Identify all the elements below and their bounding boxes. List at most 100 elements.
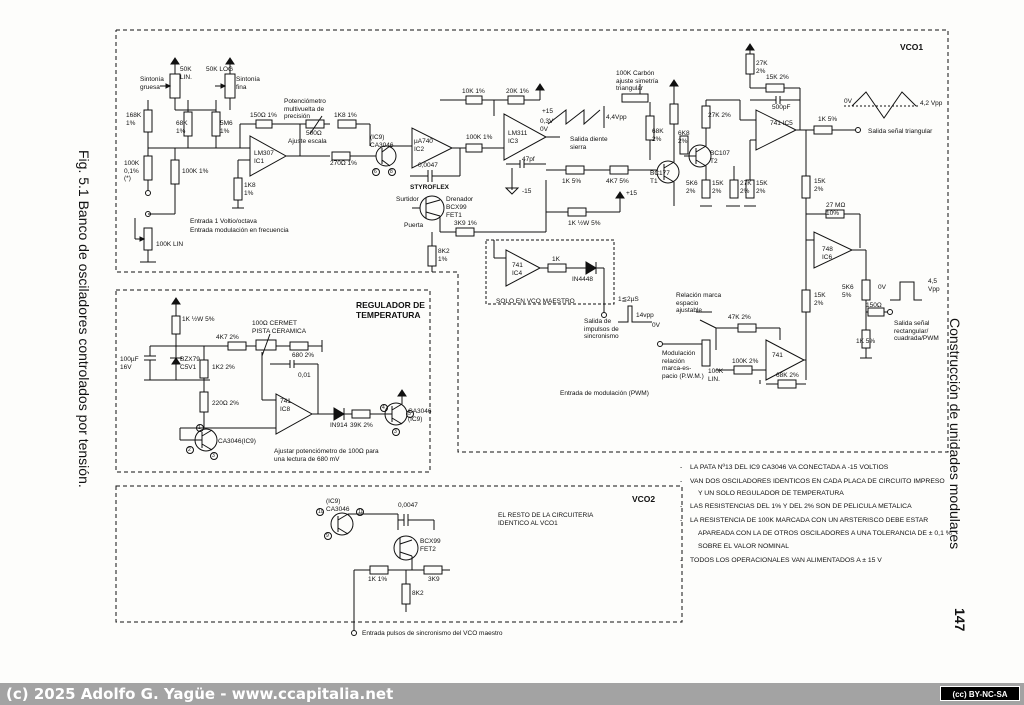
label-sq-45: 4,5 Vpp bbox=[928, 278, 940, 293]
label-r-27k-c: 27K 2% bbox=[756, 60, 768, 75]
ic9-transistor-vco1 bbox=[372, 145, 412, 176]
label-pulse-14: 14vpp bbox=[636, 312, 654, 319]
note-bullet: - bbox=[680, 464, 683, 471]
label-tri-0v: 0V bbox=[844, 98, 852, 105]
label-r-100k-matched: 100K 0,1% (*) bbox=[124, 160, 140, 182]
label-r-5k6-b: 5K6 5% bbox=[842, 284, 854, 299]
label-reg-d-in914: IN914 bbox=[330, 422, 348, 429]
page-number: 147 bbox=[952, 608, 968, 632]
regulator-border bbox=[115, 289, 431, 473]
label-pin8: 8 bbox=[390, 169, 393, 175]
label-r-5m6: 5M6 1% bbox=[220, 120, 233, 135]
label-salida-rect: Salida señal rectangular/ cuadrada/PWM bbox=[894, 320, 939, 342]
note-item: APAREADA CON LA DE OTROS OSCILADORES A U… bbox=[698, 530, 952, 537]
label-pin6: 6 bbox=[374, 169, 377, 175]
label-pot-50k-lin: 50K LIN. bbox=[180, 66, 192, 81]
label-plus15-a: +15 bbox=[542, 108, 554, 115]
label-r-15k-d: 15K 2% bbox=[814, 178, 826, 193]
label-r-100k-2: 100K 2% bbox=[732, 358, 759, 365]
label-ic2: µA740 IC2 bbox=[414, 138, 433, 153]
label-v-0v: 0V bbox=[540, 126, 548, 133]
label-salida-triangular: Salida señal triangular bbox=[868, 128, 933, 135]
label-drenador: Drenador bbox=[446, 196, 474, 203]
label-reg-pin2: 2 bbox=[188, 447, 191, 453]
label-pot-100k-lin: 100K LIN bbox=[156, 241, 184, 248]
label-r-68k-3: 68K 2% bbox=[776, 372, 799, 379]
footer-copyright: (c) 2025 Adolfo G. Yagüe - www.ccapitali… bbox=[6, 685, 394, 703]
label-vco2-pin9: 9 bbox=[326, 533, 329, 539]
note-item: SOBRE EL VALOR NOMINAL bbox=[698, 543, 790, 550]
label-plus15-b: +15 bbox=[626, 190, 638, 197]
label-reg-ajustar: Ajustar potenciómetro de 100Ω para una l… bbox=[274, 448, 379, 463]
label-t1: BC177 T1 bbox=[650, 170, 670, 185]
label-reg-r-1k2: 1K2 2% bbox=[212, 364, 235, 371]
label-ajuste-triangular: 100K Carbón ajuste simetría triangular bbox=[616, 70, 659, 92]
label-surtidor: Surtidor bbox=[396, 196, 419, 203]
schematic-drawing bbox=[115, 29, 949, 636]
vco2-border bbox=[115, 485, 683, 623]
label-vco2-r-1k: 1K 1% bbox=[368, 576, 388, 583]
label-r-168k: 168K 1% bbox=[126, 112, 142, 127]
label-salida-diente: Salida diente sierra bbox=[570, 136, 608, 151]
label-reg-ca3046-b: CA3046(IC9) bbox=[218, 438, 256, 445]
label-ic1: LM307 IC1 bbox=[254, 150, 274, 165]
label-r-270: 270Ω 1% bbox=[330, 160, 357, 167]
license-badge[interactable]: (cc) BY-NC-SA bbox=[940, 686, 1020, 701]
schematic-page: Fig. 5.1 Banco de osciladores controlado… bbox=[76, 29, 968, 637]
label-t2: BC107 T2 bbox=[710, 150, 730, 165]
ic5-opamp bbox=[739, 43, 920, 160]
label-r-27m: 27 MΩ 10% bbox=[826, 202, 846, 217]
fet1 bbox=[412, 180, 547, 272]
label-r-5k6: 5K6 2% bbox=[686, 180, 698, 195]
regulator-title: REGULADOR DE TEMPERATURA bbox=[356, 300, 425, 320]
vco2-title: VCO2 bbox=[632, 494, 656, 504]
ic2-opamp bbox=[410, 127, 500, 182]
note-bullet: - bbox=[680, 478, 683, 485]
label-reg-r-39k: 39K 2% bbox=[350, 422, 373, 429]
label-ic5: 741 IC5 bbox=[770, 120, 793, 127]
note-bullet: - bbox=[680, 557, 683, 564]
label-pot-100k: 100K LIN. bbox=[708, 368, 724, 383]
vco1-border bbox=[115, 29, 949, 453]
label-r-10k: 10K 1% bbox=[462, 88, 485, 95]
vco1-title: VCO1 bbox=[900, 42, 924, 52]
label-relacion-ajustable: Relación marca espacio ajustable bbox=[676, 292, 722, 314]
label-r-27k-b: 27K 2% bbox=[740, 180, 752, 195]
label-entrada-pwm: Entrada de modulación (PWM) bbox=[560, 390, 649, 397]
label-r-27k-a: 27K 2% bbox=[708, 112, 731, 119]
block-borders bbox=[115, 29, 949, 623]
label-reg-pin4: 4 bbox=[382, 405, 385, 411]
label-reg-pin3b: 3 bbox=[394, 429, 397, 435]
label-vco2-pin10: 10 bbox=[318, 509, 324, 515]
label-reg-pin3: 3 bbox=[212, 453, 215, 459]
label-r-15k-b: 15K 2% bbox=[766, 74, 789, 81]
label-r-1k-ic4: 1K bbox=[552, 256, 560, 263]
label-solo-vco: SOLO EN VCO MAESTRO bbox=[496, 298, 575, 305]
label-salida-impulsos: Salida de impulsos de sincronismo bbox=[584, 318, 619, 340]
note-bullet: - bbox=[680, 503, 683, 510]
label-ic9-a: (IC9) CA3046 bbox=[370, 134, 394, 149]
note-item: TODOS LOS OPERACIONALES VAN ALIMENTADOS … bbox=[690, 557, 882, 564]
label-r-100k-1b: 100K 1% bbox=[466, 134, 493, 141]
label-r-1k5: 1K 5% bbox=[562, 178, 582, 185]
label-r-6k8: 6K8 2% bbox=[678, 130, 690, 145]
label-c-47pf: 47pf bbox=[522, 156, 535, 163]
label-r-15k-c: 15K 2% bbox=[756, 180, 768, 195]
label-r-20k: 20K 1% bbox=[506, 88, 529, 95]
label-r-15k-e: 15K 2% bbox=[814, 292, 826, 307]
label-reg-r-4k7: 4K7 2% bbox=[216, 334, 239, 341]
label-reg-cermet: 100Ω CERMET PISTA CERAMICA bbox=[252, 320, 307, 335]
note-item: LA RESISTENCIA DE 100K MARCADA CON UN AR… bbox=[690, 517, 929, 524]
label-c-0047: 0,0047 bbox=[418, 162, 438, 169]
label-pot-multivuelta: Potenciómetro multivuelta de precisión bbox=[284, 98, 326, 120]
label-r-1k-out: 1K 5% bbox=[818, 116, 838, 123]
label-v-44: 4,4Vpp bbox=[606, 114, 627, 121]
vco1-input-network bbox=[134, 57, 250, 263]
label-pot-500: 500Ω bbox=[306, 130, 322, 137]
label-r-3k9: 3K9 1% bbox=[454, 220, 477, 227]
label-vco2-r-3k9: 3K9 bbox=[428, 576, 440, 583]
label-reg-r-680: 680 2% bbox=[292, 352, 315, 359]
chapter-title: Construcción de unidades modulares bbox=[947, 318, 963, 550]
label-puerta: Puerta bbox=[404, 222, 424, 229]
label-reg-r-1k-half: 1K ½W 5% bbox=[182, 316, 215, 323]
